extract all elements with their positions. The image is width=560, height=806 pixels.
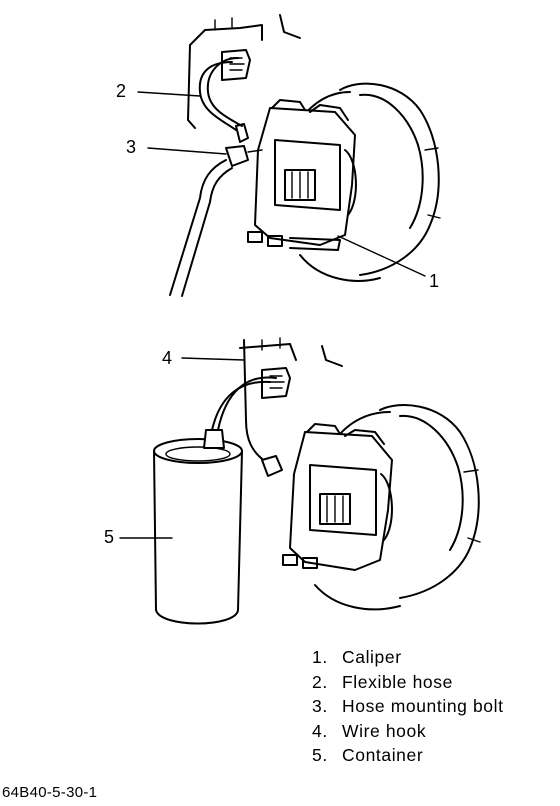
- leader-line-3: [147, 147, 227, 155]
- parts-legend: 1. Caliper 2. Flexible hose 3. Hose mountin…: [312, 645, 504, 768]
- leader-lines: [119, 91, 426, 539]
- legend-number: 4.: [312, 720, 328, 741]
- callout-5: 5: [104, 527, 115, 547]
- legend-label: Hose mounting bolt: [342, 696, 504, 717]
- legend-item-wire-hook: 4. Wire hook: [312, 719, 504, 744]
- bottom-illustration: [153, 337, 481, 625]
- callout-3: 3: [126, 137, 137, 157]
- figure-code: 64B40-5-30-1: [2, 784, 98, 801]
- legend-number: 3.: [312, 696, 328, 717]
- legend-label: Flexible hose: [342, 671, 453, 692]
- legend-number: 5.: [312, 745, 328, 766]
- legend-item-container: 5. Container: [312, 743, 504, 768]
- callout-2: 2: [116, 81, 127, 101]
- legend-item-flexible-hose: 2. Flexible hose: [312, 670, 504, 695]
- legend-label: Container: [342, 745, 424, 766]
- top-illustration: [169, 14, 441, 297]
- legend-label: Wire hook: [342, 720, 427, 741]
- legend-item-hose-mounting-bolt: 3. Hose mounting bolt: [312, 694, 504, 719]
- leader-line-2: [137, 91, 201, 97]
- legend-number: 1.: [312, 647, 328, 667]
- legend-number: 2.: [312, 671, 328, 692]
- legend-item-caliper: 1. Caliper: [312, 645, 504, 670]
- legend-label: Caliper: [342, 647, 402, 667]
- leader-line-1: [337, 235, 426, 277]
- leader-line-4: [181, 357, 245, 361]
- callout-4: 4: [162, 348, 173, 368]
- callout-1: 1: [429, 271, 440, 291]
